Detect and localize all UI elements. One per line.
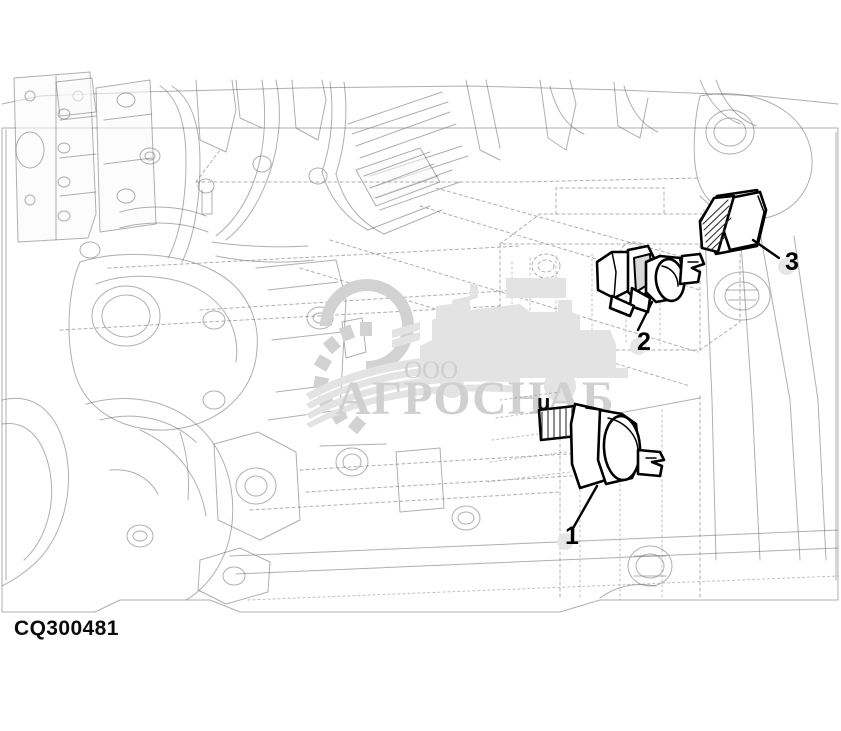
watermark-logo: ООО АГРОСНАБ (306, 278, 628, 435)
watermark-ooo: ООО (404, 357, 458, 384)
part-3-threaded-fitting (698, 188, 781, 260)
part-code-label: CQ300481 (14, 617, 119, 640)
lower-left-housing (1, 398, 301, 605)
callout-1-dot (557, 533, 574, 550)
right-housing (693, 93, 827, 561)
upper-left-accessories (13, 71, 157, 243)
callout-3-dot (778, 258, 795, 275)
combine-harvester-icon (392, 278, 628, 402)
top-left-studs (119, 147, 328, 233)
part-1-temperature-switch (537, 402, 666, 532)
marker-u: u (537, 390, 551, 415)
part-2-pressure-sensor (595, 244, 706, 332)
callout-3: 3 (785, 248, 799, 276)
manifold-runners (195, 79, 757, 161)
callout-1: 1 (565, 522, 579, 550)
mid-left-covers (68, 241, 387, 477)
injector-line-bundle (159, 79, 469, 263)
background-rail-overlay (487, 391, 571, 483)
callout-2: 2 (637, 328, 651, 356)
callout-2-dot (630, 338, 647, 355)
oil-pan-rail (229, 447, 839, 601)
